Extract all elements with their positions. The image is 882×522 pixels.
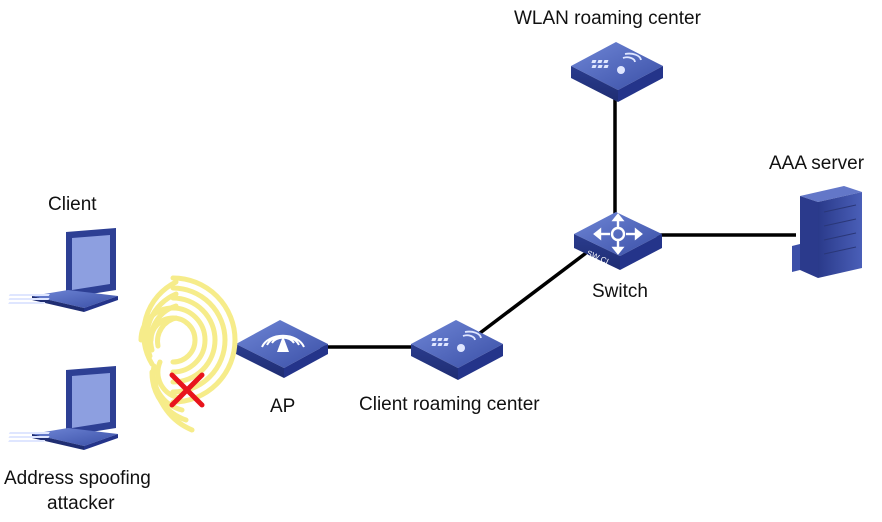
server-icon <box>792 186 862 278</box>
ap-label: AP <box>270 396 296 417</box>
client-label: Client <box>48 194 97 215</box>
access-point-icon <box>236 320 328 378</box>
wireless-waves-icon <box>138 275 238 405</box>
attacker-label-line1: Address spoofing <box>4 468 151 489</box>
switch-label: Switch <box>592 281 648 302</box>
attacker-label-line2: attacker <box>47 493 115 514</box>
links <box>320 92 796 349</box>
red-x-icon <box>169 372 205 408</box>
client-roaming-center-label: Client roaming center <box>359 394 540 415</box>
switch-icon: SW CI <box>574 212 662 270</box>
client-roaming-center-icon <box>411 320 503 380</box>
laptop-icon <box>8 366 118 450</box>
laptop-icon <box>8 228 118 312</box>
wireless-waves-icon <box>141 279 195 433</box>
aaa-server-label: AAA server <box>769 153 865 174</box>
wlan-roaming-center-label: WLAN roaming center <box>514 8 701 29</box>
link-switch-client-roaming <box>478 248 592 335</box>
wlan-roaming-center-icon <box>571 42 663 102</box>
